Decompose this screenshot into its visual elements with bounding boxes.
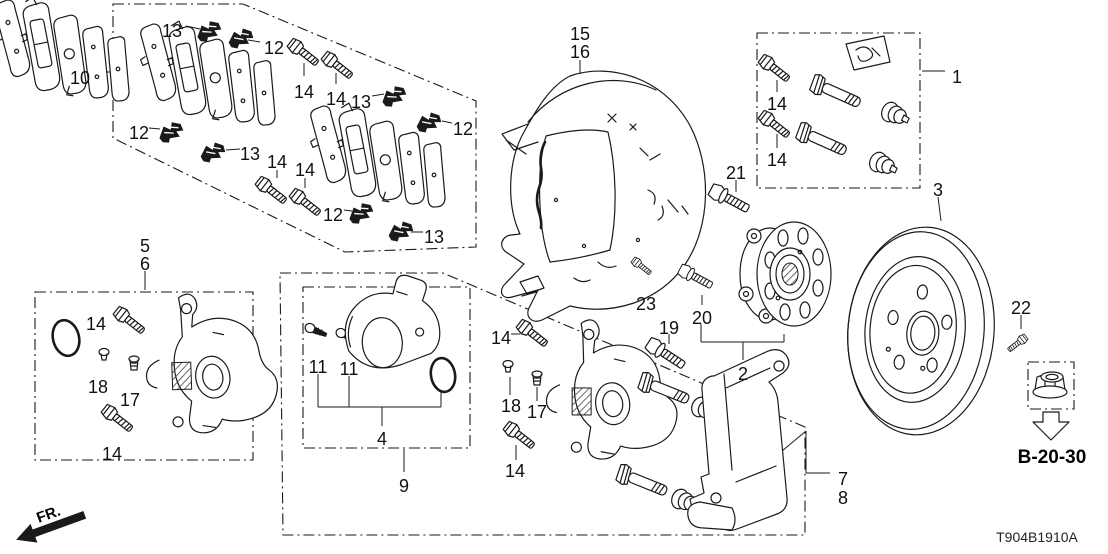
gear-unit-box: [302, 286, 471, 449]
callout-1: 1: [952, 67, 962, 87]
callout-8: 8: [838, 488, 848, 508]
callout-13: 13: [162, 21, 182, 41]
wheel-stud-21: [706, 181, 753, 217]
caliper-assembly: [501, 309, 790, 532]
pad-kit-box: [112, 3, 477, 253]
callout-14: 14: [767, 150, 787, 170]
brake-pad-set: [0, 0, 447, 244]
callout-14: 14: [267, 152, 287, 172]
callout-18: 18: [501, 396, 521, 416]
direction-arrow-icon: [16, 511, 87, 543]
callout-12: 12: [453, 119, 473, 139]
callout-10: 10: [70, 68, 90, 88]
callout-2: 2: [738, 364, 748, 384]
callout-19: 19: [659, 318, 679, 338]
callout-4: 4: [377, 429, 387, 449]
parking-gear-unit: [303, 272, 457, 394]
callout-23: 23: [636, 294, 656, 314]
callout-22: 22: [1011, 298, 1031, 318]
callout-9: 9: [399, 476, 409, 496]
callout-3: 3: [933, 180, 943, 200]
caliper-sub-assembly: [51, 280, 285, 442]
callout-7: 7: [838, 469, 848, 489]
caliper-assembly-box: [279, 272, 806, 536]
callout-16: 16: [570, 42, 590, 62]
callout-14: 14: [102, 444, 122, 464]
callout-18: 18: [88, 377, 108, 397]
callout-13: 13: [424, 227, 444, 247]
callout-20: 20: [692, 308, 712, 328]
pin-kit-box: [756, 32, 921, 189]
hub-bolt-20: [676, 262, 716, 293]
callout-11: 11: [309, 357, 328, 377]
brake-disc: [847, 226, 995, 436]
disc-screw-22: [1005, 332, 1030, 355]
callout-14: 14: [86, 314, 106, 334]
nut-ref-box: [1027, 361, 1075, 410]
spindle-nut-reference: [1032, 371, 1070, 441]
callout-14: 14: [767, 94, 787, 114]
callout-11: 11: [340, 359, 359, 379]
callout-17: 17: [120, 390, 140, 410]
callout-13: 13: [240, 144, 260, 164]
callout-14: 14: [295, 160, 315, 180]
callout-12: 12: [129, 123, 149, 143]
callout-14: 14: [326, 89, 346, 109]
callout-15: 15: [570, 24, 590, 44]
front-direction-indicator: FR.: [16, 503, 87, 543]
splash-guard: [500, 70, 707, 322]
callout-13: 13: [351, 92, 371, 112]
callout-6: 6: [140, 254, 150, 274]
reference-arrow-icon: [1032, 411, 1070, 441]
diagram-code: T904B1910A: [996, 529, 1078, 545]
callout-21: 21: [726, 163, 746, 183]
callout-17: 17: [527, 402, 547, 422]
callout-14: 14: [491, 328, 511, 348]
callout-14: 14: [294, 82, 314, 102]
hub-bearing-unit: [738, 221, 832, 327]
callout-12: 12: [323, 205, 343, 225]
callout-12: 12: [264, 38, 284, 58]
reference-link: B-20-30: [1018, 447, 1087, 468]
caliper-bracket: [687, 349, 790, 532]
callout-5: 5: [140, 236, 150, 256]
callout-14: 14: [505, 461, 525, 481]
